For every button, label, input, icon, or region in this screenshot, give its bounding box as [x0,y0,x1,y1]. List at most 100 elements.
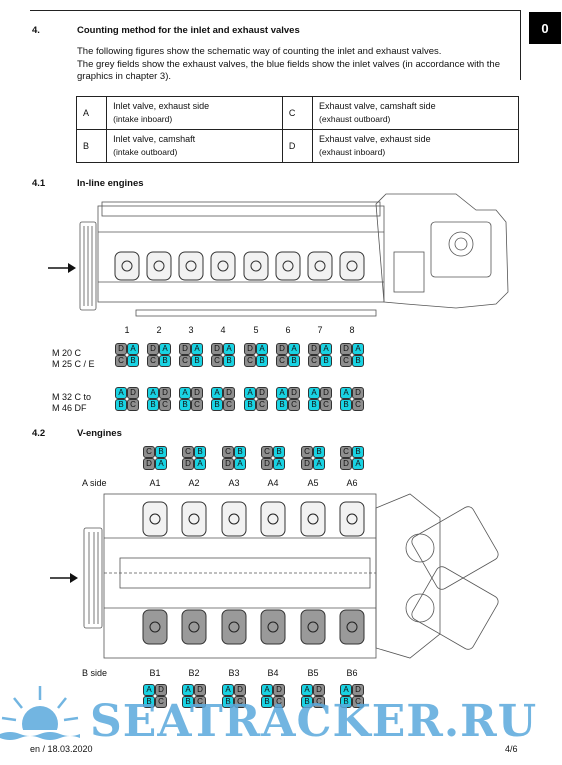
exhaust-valve-cell: C [276,355,288,367]
inlet-valve-cell: A [234,458,246,470]
chapter-badge: 0 [529,12,561,44]
exhaust-valve-cell: D [301,458,313,470]
exhaust-valve-cell: C [147,355,159,367]
b-side-cylinder-head [142,609,168,645]
cylinder-head-valve-icon [153,260,165,272]
exhaust-valve-cell: D [191,387,203,399]
inlet-valve-cell: B [191,355,203,367]
inlet-valve-cell: A [191,343,203,355]
cylinder-head-valve-icon [346,260,358,272]
exhaust-valve-cell: C [261,446,273,458]
cylinder-number: B3 [228,668,240,678]
exhaust-valve-cell: C [244,355,256,367]
watermark-text: SEATRACKER.RU [90,696,537,744]
valve-desc-d: Exhaust valve, exhaust side (exhaust inb… [312,129,519,163]
inlet-valve-cell: A [352,458,364,470]
valve-desc-sub: (exhaust inboard) [319,147,386,157]
inlet-valve-cell: A [340,387,352,399]
exhaust-valve-cell: C [352,696,364,708]
valve-desc-sub: (exhaust outboard) [319,114,391,124]
inlet-valve-cell: B [147,399,159,411]
exhaust-valve-cell: C [211,355,223,367]
cylinder-number: B6 [346,668,358,678]
valve-legend-table: A Inlet valve, exhaust side (intake inbo… [75,96,519,163]
inlet-valve-cell: B [288,355,300,367]
exhaust-valve-cell: C [234,696,246,708]
exhaust-valve-cell: C [179,355,191,367]
inlet-valve-cell: A [340,684,352,696]
exhaust-valve-cell: D [147,343,159,355]
valve-desc-c: Exhaust valve, camshaft side (exhaust ou… [312,96,519,130]
inlet-valve-cell: A [276,387,288,399]
cylinder-head [114,251,140,281]
section-42-number: 4.2 [32,428,46,439]
cylinder-head-valve-icon [185,260,197,272]
cylinder-number: A5 [307,478,319,488]
cylinder-head [307,251,333,281]
inlet-valve-cell: A [155,458,167,470]
exhaust-valve-cell: C [223,399,235,411]
exhaust-valve-cell: D [352,387,364,399]
valve-desc-sub: (intake outboard) [113,147,178,157]
footer-date: en / 18.03.2020 [30,744,93,754]
inlet-valve-cell: B [340,399,352,411]
valve-letter-a: A [75,96,108,130]
cylinder-head-valve-icon [188,621,200,633]
exhaust-valve-cell: C [256,399,268,411]
inlet-valve-cell: A [301,684,313,696]
a-side-cylinder-head [221,501,247,537]
b-side-cylinder-head [300,609,326,645]
exhaust-valve-cell: D [313,684,325,696]
exhaust-valve-cell: C [115,355,127,367]
exhaust-valve-cell: D [234,684,246,696]
exhaust-valve-cell: D [320,387,332,399]
valve-desc-a: Inlet valve, exhaust side (intake inboar… [106,96,283,130]
cylinder-head-valve-icon [314,260,326,272]
cylinder-head-valve-icon [346,621,358,633]
cylinder-number: 6 [285,325,291,335]
inlet-valve-cell: B [301,696,313,708]
inlet-valve-cell: B [340,696,352,708]
table-row: B Inlet valve, camshaft (intake outboard… [75,129,519,163]
exhaust-valve-cell: C [194,696,206,708]
valve-desc-main: Exhaust valve, exhaust side [319,134,431,144]
inlet-valve-cell: B [308,399,320,411]
exhaust-valve-cell: C [301,446,313,458]
cylinder-number: A3 [228,478,240,488]
a-side-cylinder-head [300,501,326,537]
inlet-valve-cell: B [222,696,234,708]
exhaust-valve-cell: C [222,446,234,458]
v-engine-arrow-icon [50,573,78,583]
a-side-cylinder-head [260,501,286,537]
cylinder-head [243,251,269,281]
inlet-valve-cell: B [155,446,167,458]
exhaust-valve-cell: C [127,399,139,411]
a-side-cylinder-head [181,501,207,537]
exhaust-valve-cell: D [352,684,364,696]
exhaust-valve-cell: C [352,399,364,411]
valve-letter-b: B [75,129,108,163]
inlet-valve-cell: A [352,343,364,355]
inlet-valve-cell: B [179,399,191,411]
b-side-label: B side [82,668,108,678]
cylinder-head [275,251,301,281]
inline-group1-label-line1: M 20 C [52,348,82,358]
valve-desc-b: Inlet valve, camshaft (intake outboard) [106,129,283,163]
inlet-valve-cell: A [223,343,235,355]
exhaust-valve-cell: D [179,343,191,355]
cylinder-number: A1 [149,478,161,488]
valve-desc-main: Inlet valve, camshaft [113,134,196,144]
inline-engine-drawing [79,193,509,317]
